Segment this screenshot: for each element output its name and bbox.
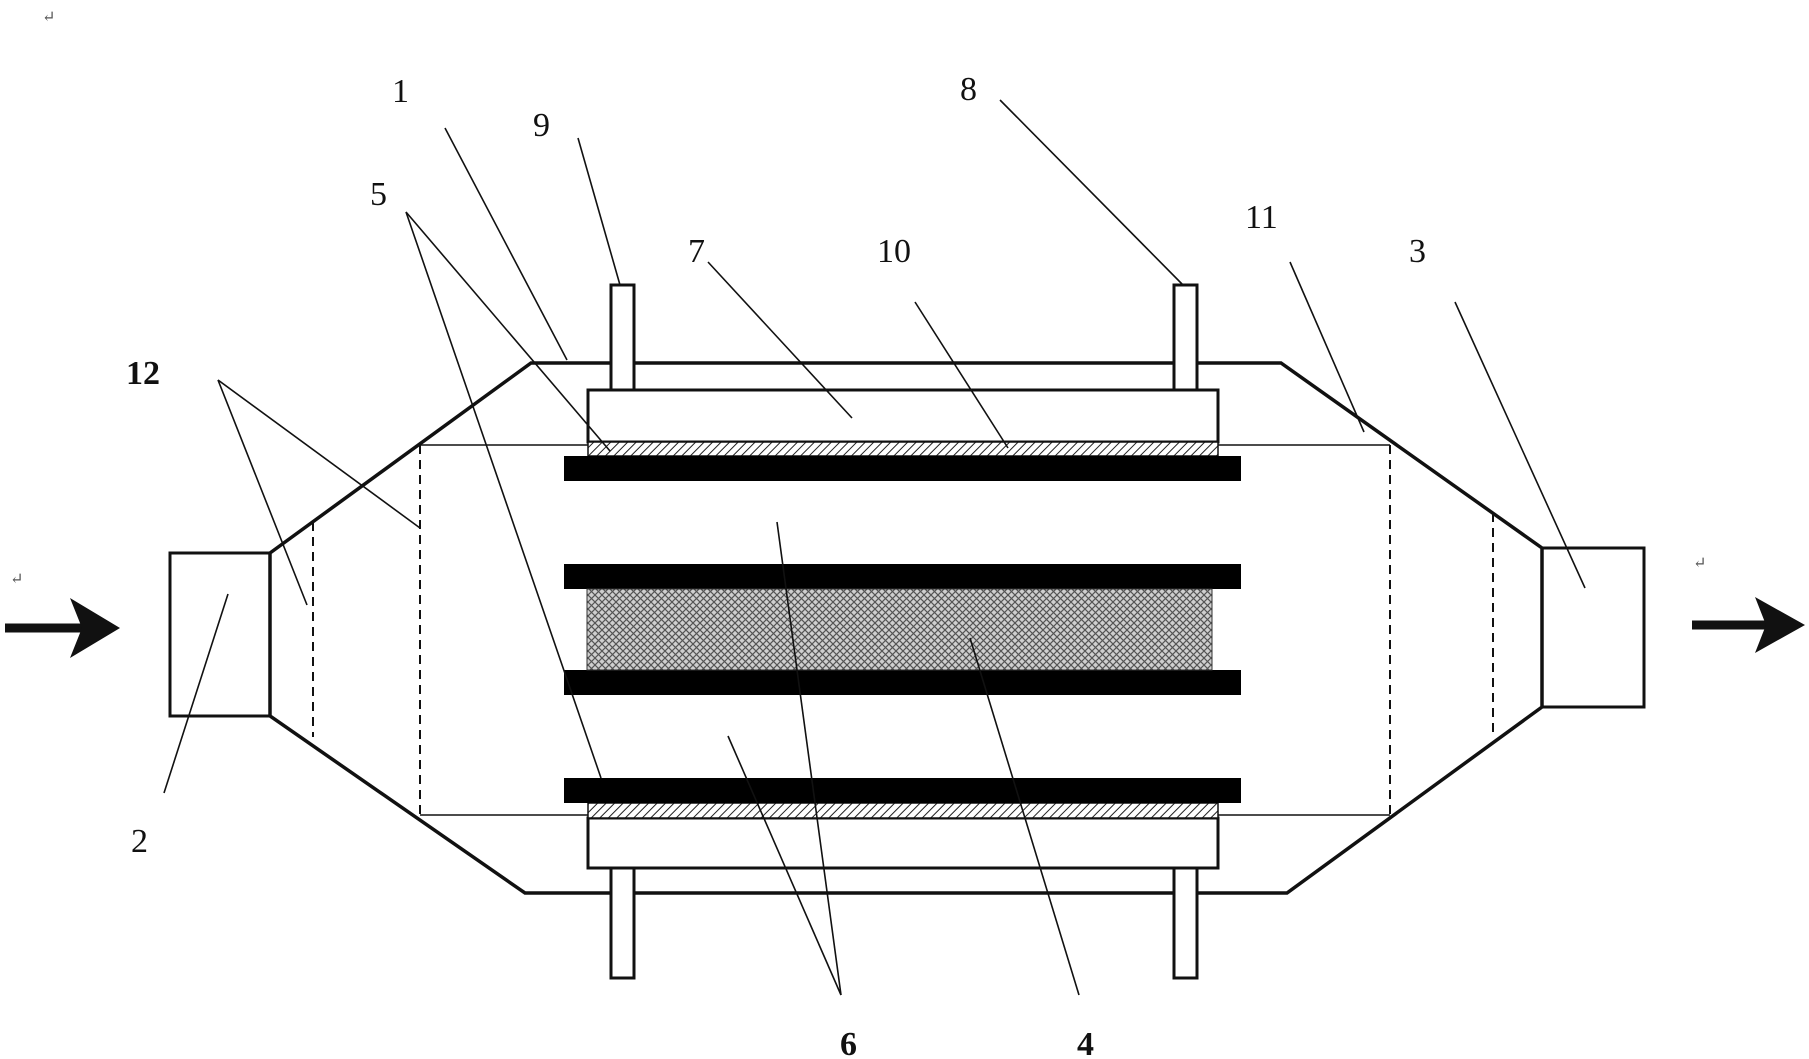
- reactor-housing: [268, 361, 1544, 895]
- part-labels: 1 9 8 5 7 10 11 3 12 2 6 4: [126, 71, 1426, 1059]
- label-3: 3: [1409, 233, 1426, 270]
- label-8: 8: [960, 71, 977, 108]
- lower-cooling-jacket: [586, 816, 1220, 870]
- inlet-arrow-icon: [5, 598, 120, 658]
- label-1: 1: [392, 73, 409, 110]
- label-5: 5: [370, 176, 387, 213]
- paragraph-marks: ↵ ↵ ↵: [10, 9, 1706, 588]
- outlet-pipe: [1540, 546, 1646, 709]
- label-7: 7: [688, 233, 705, 270]
- para-mark: ↵: [42, 9, 55, 26]
- label-12: 12: [126, 355, 160, 392]
- label-11: 11: [1245, 199, 1278, 236]
- label-6: 6: [840, 1026, 857, 1059]
- lower-dielectric-layer: [587, 802, 1219, 819]
- leader-lines: [163, 99, 1586, 996]
- catalyst-bed: [586, 588, 1213, 671]
- electrode-plates: [564, 456, 1241, 803]
- label-2: 2: [131, 823, 148, 860]
- label-10: 10: [877, 233, 911, 270]
- para-mark: ↵: [1693, 555, 1706, 572]
- upper-dielectric-layer: [587, 441, 1219, 457]
- upper-cooling-jacket: [586, 388, 1220, 444]
- inlet-pipe: [168, 551, 272, 718]
- outlet-arrow-icon: [1692, 597, 1805, 653]
- para-mark: ↵: [10, 571, 23, 588]
- filter-screens: [312, 445, 1494, 815]
- label-4: 4: [1077, 1026, 1094, 1059]
- label-9: 9: [533, 107, 550, 144]
